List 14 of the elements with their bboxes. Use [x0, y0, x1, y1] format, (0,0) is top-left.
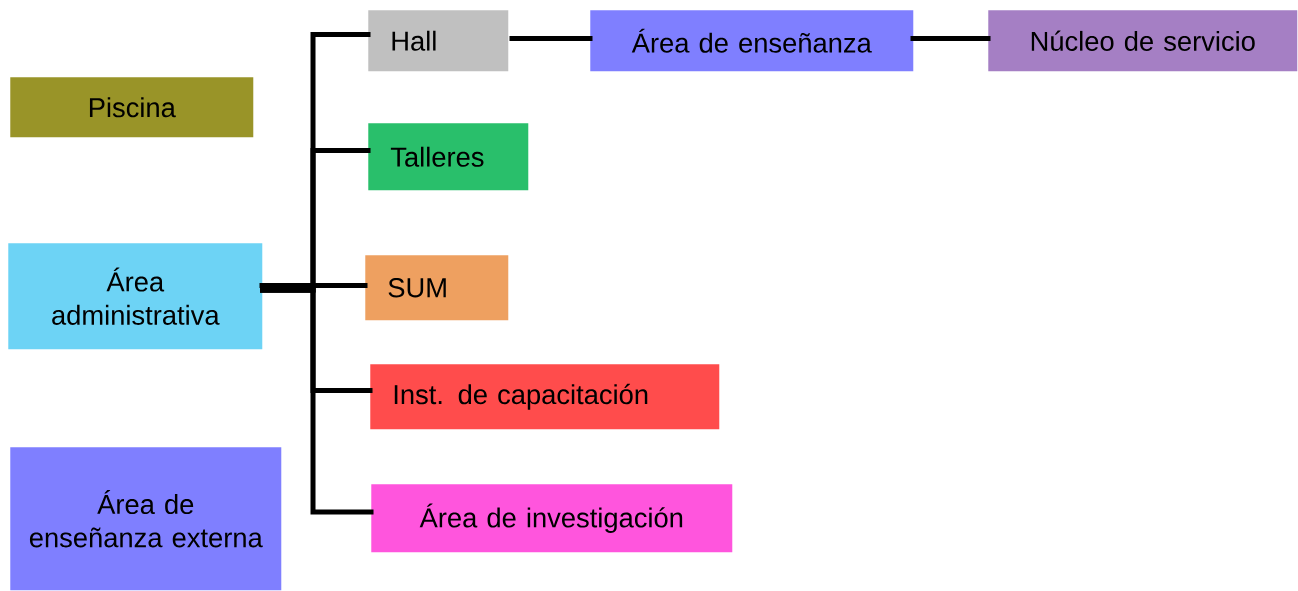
connector-line [509, 36, 593, 41]
connector-line [910, 36, 991, 41]
box: SUM [365, 255, 509, 321]
connector-line [260, 287, 374, 515]
box: Área administrativa [8, 243, 263, 350]
box: Talleres [368, 123, 529, 191]
connector-line [259, 283, 368, 288]
box: Área de enseñanza [590, 10, 914, 72]
box: Núcleo de servicio [988, 10, 1298, 72]
box: Hall [368, 10, 509, 72]
box: Área de investigación [371, 484, 733, 553]
box: Inst. de capacitación [370, 364, 720, 430]
box: Área de enseñanza externa [10, 447, 282, 591]
box: Piscina [10, 77, 254, 138]
